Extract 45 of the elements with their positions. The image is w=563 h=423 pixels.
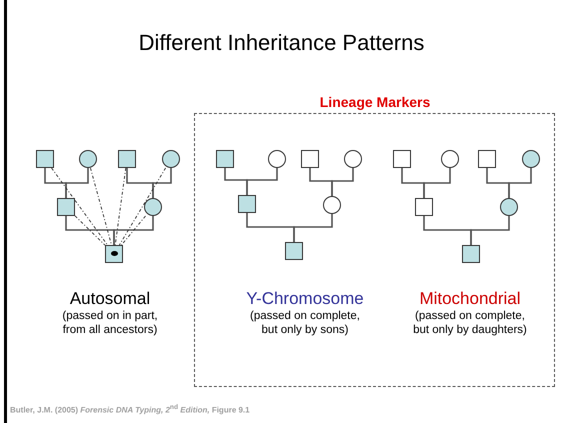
pedigree-line: [65, 168, 89, 198]
inheritance-dotted-line: [90, 168, 112, 246]
pedigree-line: [152, 168, 172, 198]
inheritance-dotted-line: [114, 168, 126, 246]
pedigree-line: [508, 168, 532, 198]
female-circle: [162, 150, 180, 168]
male-square: [57, 198, 75, 216]
male-square: [415, 198, 433, 216]
pedigree-line: [113, 216, 154, 245]
female-circle: [268, 150, 286, 168]
description: (passed on complete, but only by sons): [249, 309, 361, 338]
pedigree-line: [246, 168, 278, 195]
female-circle: [323, 196, 341, 214]
description: (passed on complete, but only by daughters): [412, 309, 528, 338]
male-square: [301, 150, 319, 168]
inheritance-dotted-line: [121, 216, 146, 246]
pedigree-type-label: Y-Chromosome: [245, 288, 365, 310]
male-square: [462, 245, 480, 263]
male-square: [118, 150, 136, 168]
male-square: [478, 150, 496, 168]
male-square: [238, 195, 256, 213]
citation: Butler, J.M. (2005) Forensic DNA Typing, 2$^{nd}$ Edition, Figure 9.1: [10, 404, 250, 415]
pedigree-line: [293, 214, 333, 242]
female-circle: [500, 198, 518, 216]
male-square: [36, 150, 54, 168]
pedigree-type-label: Mitochondrial: [418, 288, 522, 310]
pedigree-type-label: Autosomal: [68, 288, 152, 310]
male-square: [285, 242, 303, 260]
female-circle: [344, 150, 362, 168]
male-square: [105, 245, 123, 263]
description: (passed on in part, from all ancestors): [61, 309, 159, 338]
title: Different Inheritance Patterns: [138, 30, 426, 56]
female-circle: [522, 150, 540, 168]
inheritance-dotted-line: [118, 168, 166, 246]
female-circle: [144, 198, 162, 216]
group-heading: Lineage Markers: [318, 94, 432, 110]
female-circle: [441, 150, 459, 168]
inheritance-dotted-line: [74, 215, 106, 246]
male-square: [216, 150, 234, 168]
pedigree-line: [331, 168, 354, 196]
pedigree-line: [470, 216, 510, 245]
female-circle: [79, 150, 97, 168]
inheritance-dotted-line: [51, 168, 108, 246]
male-square: [393, 150, 411, 168]
pedigree-line: [423, 168, 451, 198]
